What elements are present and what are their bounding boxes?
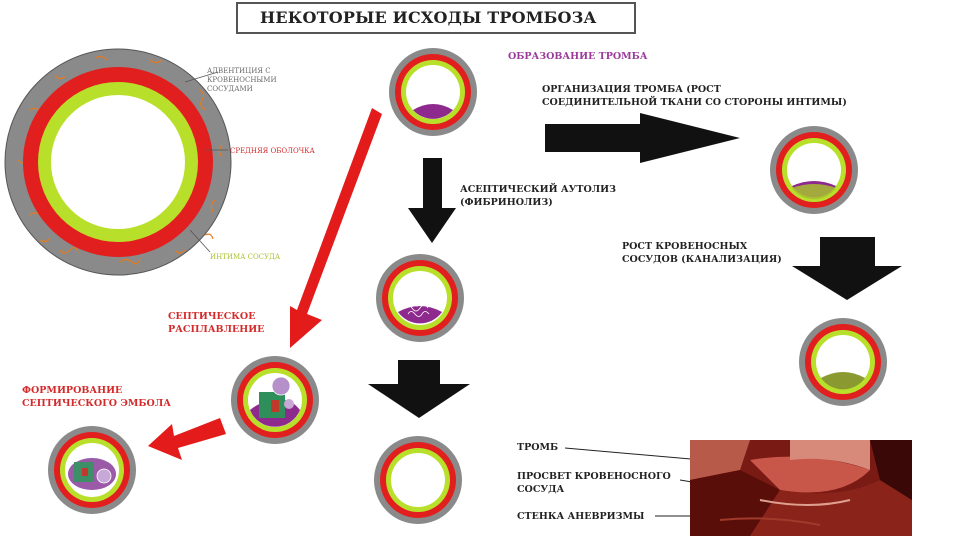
- large-vessel-cross-section: [4, 48, 232, 276]
- vessel-septic-melting: [231, 356, 319, 444]
- label-septic-melting: СЕПТИЧЕСКОЕ РАСПЛАВЛЕНИЕ: [168, 311, 265, 335]
- label-photo-wall: СТЕНКА АНЕВРИЗМЫ: [517, 511, 645, 522]
- arrow-to-canalization: [792, 237, 902, 300]
- vessel-aseptic-autolysis: [376, 254, 464, 342]
- vessel-canalization: [799, 318, 887, 406]
- vessel-organization: [770, 126, 858, 214]
- vessel-restored-lumen: [374, 436, 462, 524]
- label-aseptic-autolysis: АСЕПТИЧЕСКИЙ АУТОЛИЗ (ФИБРИНОЛИЗ): [460, 184, 616, 208]
- arrow-to-septic-embolus: [148, 418, 226, 460]
- arrow-to-organization: [545, 113, 740, 163]
- vasa-vasorum: [17, 55, 223, 265]
- label-canalization: РОСТ КРОВЕНОСНЫХ СОСУДОВ (КАНАЛИЗАЦИЯ): [622, 241, 782, 265]
- arrow-to-septic-melting: [290, 108, 382, 348]
- vessel-thrombus-formation: [389, 48, 477, 136]
- label-septic-embolus: ФОРМИРОВАНИЕ СЕПТИЧЕСКОГО ЭМБОЛА: [22, 385, 171, 409]
- label-thrombus-formation: ОБРАЗОВАНИЕ ТРОМБА: [508, 51, 648, 62]
- label-organization: ОРГАНИЗАЦИЯ ТРОМБА (РОСТ СОЕДИНИТЕЛЬНОЙ …: [542, 84, 847, 108]
- label-intima: ИНТИМА СОСУДА: [210, 253, 281, 261]
- label-adventitia: АДВЕНТИЦИЯ С КРОВЕНОСНЫМИ СОСУДАМИ: [207, 67, 277, 93]
- label-media: СРЕДНЯЯ ОБОЛОЧКА: [230, 147, 315, 155]
- page-title: НЕКОТОРЫЕ ИСХОДЫ ТРОМБОЗА: [236, 2, 636, 34]
- arrow-to-aseptic: [408, 158, 456, 243]
- arrow-to-restored: [368, 360, 470, 418]
- septic-arrows: [148, 108, 382, 460]
- label-photo-lumen: ПРОСВЕТ КРОВЕНОСНОГО СОСУДА: [517, 471, 671, 495]
- aneurysm-photo: [690, 440, 912, 536]
- vessel-septic-embolus: [48, 426, 136, 514]
- label-photo-thrombus: ТРОМБ: [517, 442, 559, 453]
- process-arrows: [368, 113, 902, 418]
